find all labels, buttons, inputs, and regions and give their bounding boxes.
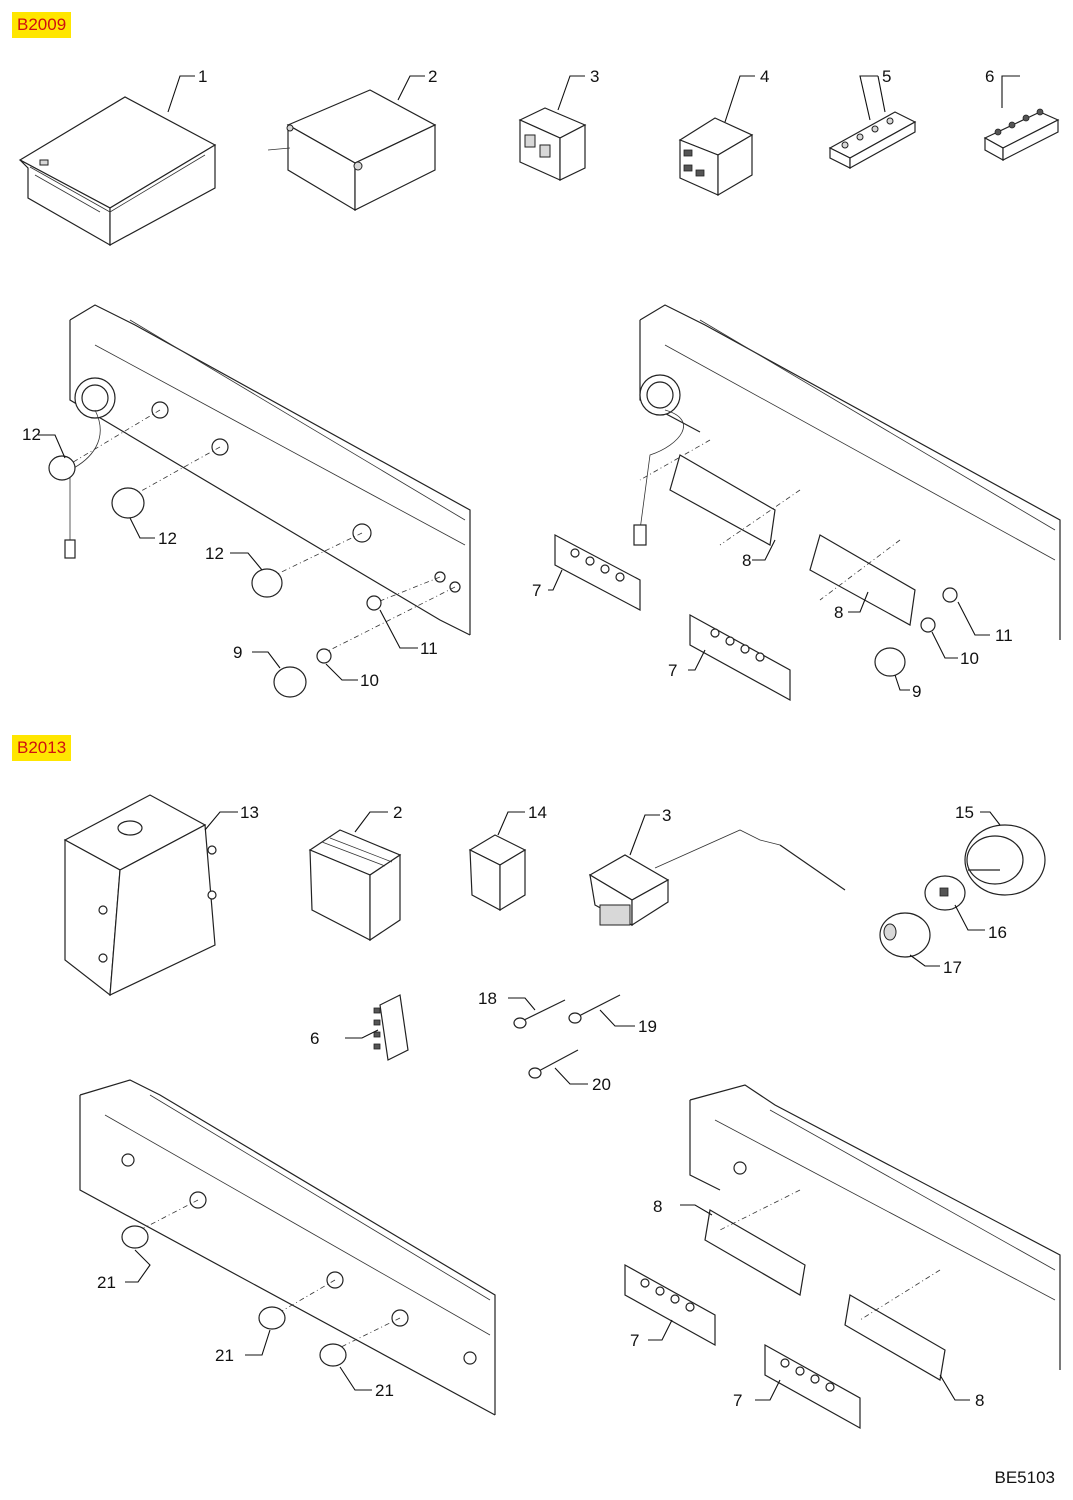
section-tag-b2009: B2009 — [12, 12, 72, 38]
callout-8-b2013-b: 8 — [975, 1391, 984, 1410]
callout-1: 1 — [198, 67, 207, 86]
callout-7b: 7 — [668, 661, 677, 680]
part-13-junction-box — [63, 794, 217, 997]
part-6-terminal-block — [983, 108, 1060, 162]
callout-16: 16 — [988, 923, 1007, 942]
section-tag-b2013: B2013 — [12, 735, 72, 761]
callout-21b: 21 — [215, 1346, 234, 1365]
callout-9-right: 9 — [912, 682, 921, 701]
callout-21a: 21 — [97, 1273, 116, 1292]
callout-3: 3 — [590, 67, 599, 86]
callout-2: 2 — [428, 67, 437, 86]
callout-10-right: 10 — [960, 649, 979, 668]
part-14-capacitor — [468, 834, 527, 912]
part-1-control-box — [18, 96, 217, 247]
callout-7-b2013-b: 7 — [733, 1391, 742, 1410]
part-19-thermocouple — [568, 994, 621, 1024]
callout-14: 14 — [528, 803, 547, 822]
drawing-code: BE5103 — [994, 1468, 1056, 1487]
part-20-thermocouple — [528, 1049, 579, 1079]
part-15-selector-switch — [964, 824, 1046, 896]
part-3-relay — [518, 107, 587, 181]
part-3-thermostat — [588, 829, 846, 927]
callout-8a: 8 — [742, 551, 751, 570]
callout-12b: 12 — [158, 529, 177, 548]
callout-15: 15 — [955, 803, 974, 822]
callout-10: 10 — [360, 671, 379, 690]
callout-7-b2013-a: 7 — [630, 1331, 639, 1350]
part-18-thermocouple — [513, 999, 566, 1029]
callout-3-b2013: 3 — [662, 806, 671, 825]
part-4-relay — [678, 117, 754, 197]
part-6-terminal-block-b2013 — [373, 994, 409, 1061]
part-2-transformer-b2013 — [308, 829, 402, 942]
part-17-knob — [879, 912, 931, 958]
callout-20: 20 — [592, 1075, 611, 1094]
callout-12a: 12 — [22, 425, 41, 444]
callout-21c: 21 — [375, 1381, 394, 1400]
callout-12c: 12 — [205, 544, 224, 563]
callout-13: 13 — [240, 803, 259, 822]
part-16-bezel — [924, 875, 966, 911]
callout-4: 4 — [760, 67, 769, 86]
callout-7a: 7 — [532, 581, 541, 600]
callout-2-b2013: 2 — [393, 803, 402, 822]
callout-19: 19 — [638, 1017, 657, 1036]
callout-9: 9 — [233, 643, 242, 662]
callout-6: 6 — [985, 67, 994, 86]
part-2-transformer — [267, 89, 437, 212]
callout-6-b2013: 6 — [310, 1029, 319, 1048]
callout-11-right: 11 — [995, 626, 1013, 645]
b2009-left-control-panel — [48, 304, 471, 698]
callout-8-b2013-a: 8 — [653, 1197, 662, 1216]
callout-8b: 8 — [834, 603, 843, 622]
b2013-left-control-panel — [79, 1079, 496, 1416]
callout-5: 5 — [882, 67, 891, 86]
callout-17: 17 — [943, 958, 962, 977]
b2013-right-control-panel — [624, 1084, 1061, 1430]
callout-18: 18 — [478, 989, 497, 1008]
callout-11: 11 — [420, 639, 438, 658]
b2009-right-control-panel — [554, 304, 1061, 702]
part-5-terminal-block — [828, 111, 917, 170]
